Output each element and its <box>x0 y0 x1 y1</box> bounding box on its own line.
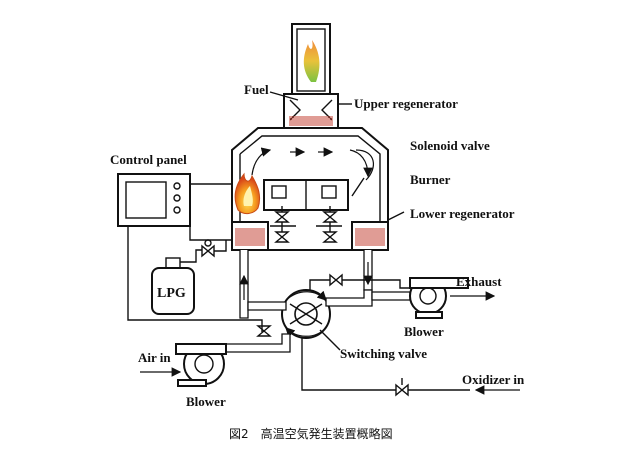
blower-left <box>175 343 227 387</box>
label-switching-valve: Switching valve <box>340 346 427 361</box>
label-lower-regenerator: Lower regenerator <box>410 206 515 221</box>
lpg-valve <box>201 239 215 258</box>
exhaust-valve <box>329 273 343 287</box>
flow-arrow-right-curve <box>349 149 373 178</box>
lower-regenerator-right <box>351 221 389 251</box>
switching-valve-leader-line <box>319 329 341 351</box>
lpg-line <box>180 249 202 263</box>
oxidizer-line <box>301 338 396 391</box>
control-panel <box>117 173 191 227</box>
exhaust-duct <box>371 291 411 301</box>
chimney <box>291 23 331 95</box>
label-control-panel: Control panel <box>110 152 187 167</box>
label-blower-right: Blower <box>404 324 444 339</box>
label-upper-regenerator: Upper regenerator <box>354 96 458 111</box>
burner-leader-line <box>351 177 365 197</box>
control-wire-lower <box>189 226 232 241</box>
burner <box>263 179 349 211</box>
lower-regenerator-leader-line <box>387 211 405 221</box>
air-line-valve <box>256 325 272 337</box>
label-oxidizer-in: Oxidizer in <box>462 372 525 387</box>
oxidizer-valve <box>395 378 409 397</box>
label-fuel: Fuel <box>244 82 269 97</box>
label-blower-left: Blower <box>186 394 226 409</box>
blower-right <box>409 277 469 319</box>
duct-left-to-switch <box>247 301 287 311</box>
figure-caption: 図2 高温空気発生装置概略図 <box>229 426 393 441</box>
solenoid-valve-4 <box>322 231 338 243</box>
chimney-flame <box>303 40 320 82</box>
fuel-leader-line <box>269 91 299 101</box>
flow-arrow-left-curve <box>251 147 272 176</box>
label-exhaust: Exhaust <box>456 274 502 289</box>
label-air-in: Air in <box>138 350 171 365</box>
lpg-to-burner-line <box>214 240 227 252</box>
lower-regenerator-left <box>231 221 269 251</box>
solenoid-valves <box>270 206 342 243</box>
label-solenoid-valve: Solenoid valve <box>410 138 490 153</box>
lpg-tank <box>151 257 195 315</box>
solenoid-valve-leader-line <box>355 149 374 181</box>
burner-flame <box>234 172 261 215</box>
solenoid-valve-3 <box>274 231 290 243</box>
upper-regenerator-stripes <box>289 116 333 126</box>
switching-valve <box>281 289 331 339</box>
exhaust-line-up <box>309 279 330 290</box>
solenoid-valve-1 <box>274 206 290 223</box>
label-lpg: LPG <box>157 286 186 301</box>
duct-right-to-switch <box>325 289 373 307</box>
label-burner: Burner <box>410 172 451 187</box>
exhaust-line <box>342 279 416 289</box>
upper-regenerator <box>283 93 339 129</box>
solenoid-valve-2 <box>322 206 338 223</box>
